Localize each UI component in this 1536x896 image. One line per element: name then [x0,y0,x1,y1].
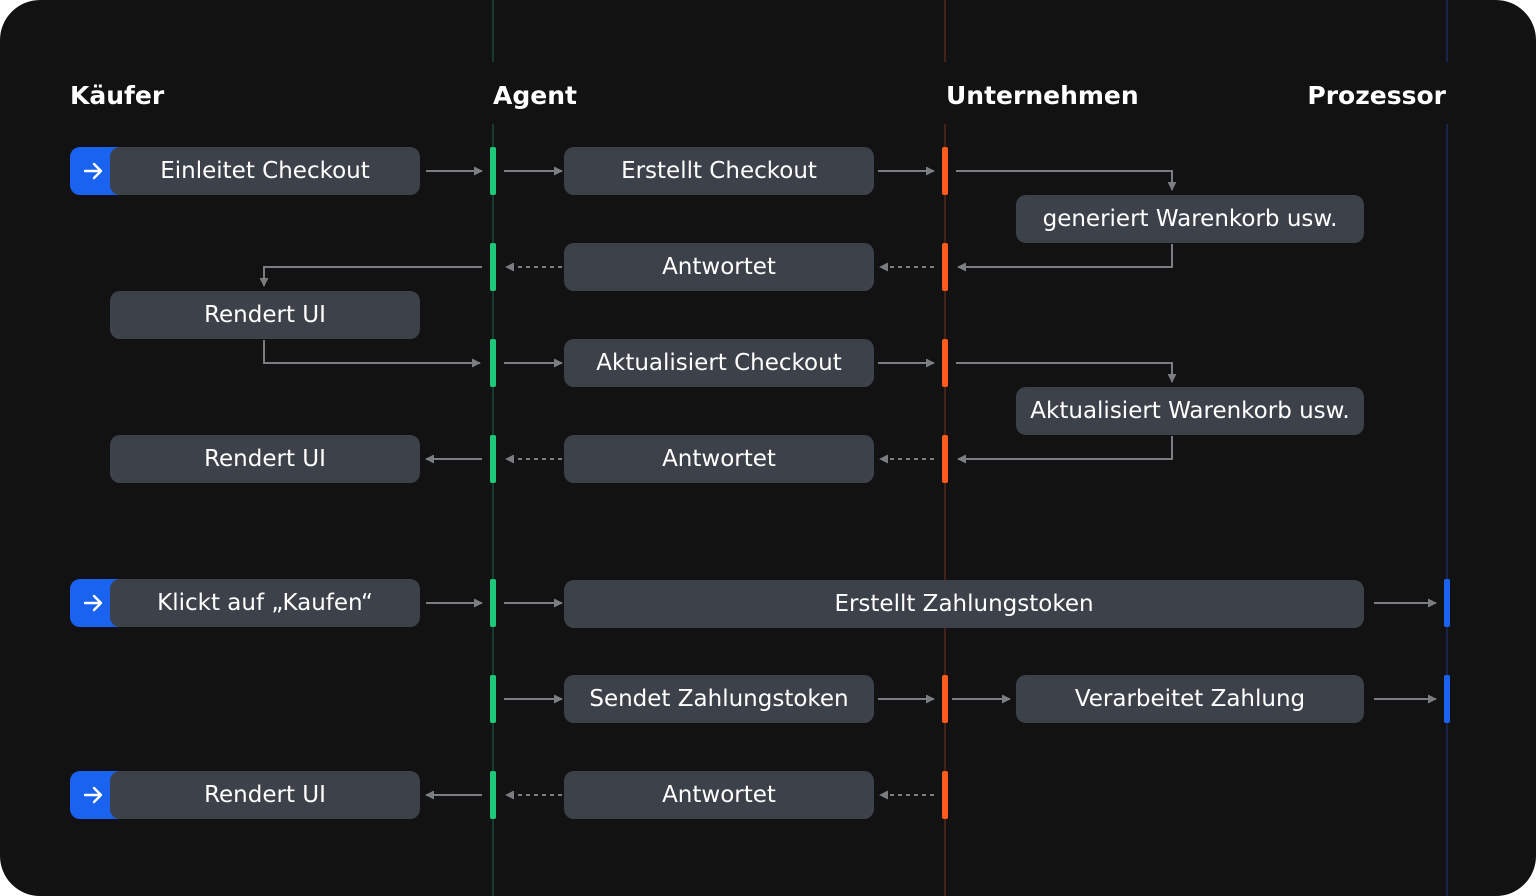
step-buyer-initiates-checkout: Einleitet Checkout [110,147,420,195]
arrow-merchant-to-update-cart [956,362,1177,383]
step-agent-updates-checkout: Aktualisiert Checkout [564,339,874,387]
agent-activation-2 [490,243,496,291]
step-buyer-renders-ui-3: Rendert UI [110,771,420,819]
step-merchant-processes-payment: Verarbeitet Zahlung [1016,675,1364,723]
step-agent-responds-1: Antwortet [564,243,874,291]
arrow-update-cart-back [957,436,1173,464]
arrow-right-icon [83,162,103,180]
merchant-activation-5 [942,675,948,723]
agent-activation-4 [490,435,496,483]
agent-activation-5 [490,579,496,627]
step-agent-sends-payment-token: Sendet Zahlungstoken [564,675,874,723]
header-processor: Prozessor [1307,81,1446,110]
header-agent: Agent [493,81,577,110]
step-agent-responds-3: Antwortet [564,771,874,819]
arrow-right-icon [83,786,103,804]
header-buyer: Käufer [70,81,165,110]
step-agent-responds-2: Antwortet [564,435,874,483]
step-buyer-renders-ui-1: Rendert UI [110,291,420,339]
agent-activation-7 [490,771,496,819]
step-merchant-generates-cart: generiert Warenkorb usw. [1016,195,1364,243]
processor-activation-2 [1444,675,1450,723]
arrow-render-ui-to-agent [263,340,481,368]
merchant-activation-4 [942,435,948,483]
arrow-merchant-to-generate-cart [956,170,1177,191]
arrow-right-icon [83,594,103,612]
merchant-activation-1 [942,147,948,195]
merchant-activation-2 [942,243,948,291]
agent-activation-3 [490,339,496,387]
merchant-activation-6 [942,771,948,819]
step-buyer-clicks-buy: Klickt auf „Kaufen“ [110,579,420,627]
merchant-activation-3 [942,339,948,387]
header-merchant: Unternehmen [946,81,1139,110]
agent-activation-6 [490,675,496,723]
step-agent-creates-payment-token: Erstellt Zahlungstoken [564,580,1364,628]
arrow-agent-to-render-ui-1 [259,266,482,287]
arrow-cart-back-to-merchant [957,244,1173,272]
connectors [259,166,1437,800]
step-merchant-updates-cart: Aktualisiert Warenkorb usw. [1016,387,1364,435]
step-agent-creates-checkout: Erstellt Checkout [564,147,874,195]
agent-activation-1 [490,147,496,195]
step-buyer-renders-ui-2: Rendert UI [110,435,420,483]
processor-activation-1 [1444,579,1450,627]
